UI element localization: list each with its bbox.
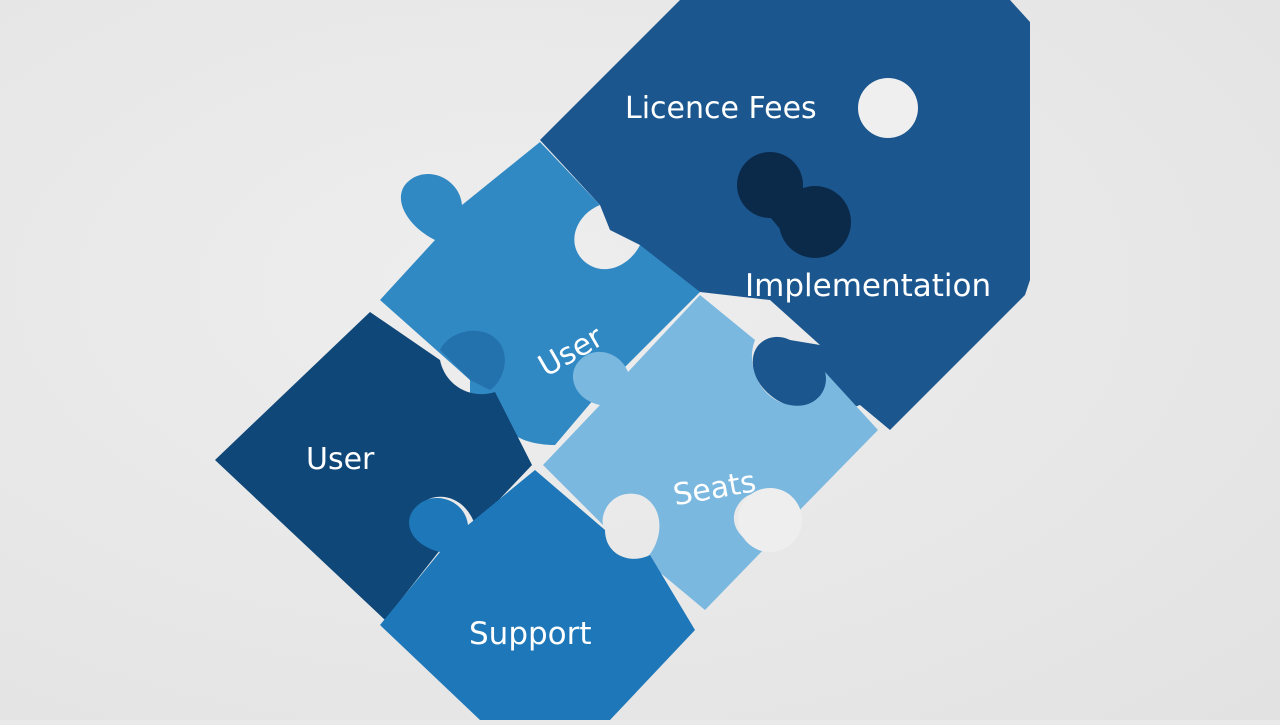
seats-hole (738, 488, 802, 552)
tag-hole (858, 78, 918, 138)
seats-shape (543, 295, 878, 610)
seats-piece (543, 295, 878, 610)
label-implementation: Implementation (745, 268, 991, 304)
support-shape (380, 470, 695, 720)
connector-bridge (760, 195, 825, 235)
user-lower-shape (215, 312, 532, 620)
support-piece (380, 470, 695, 720)
user-upper-inner-notch (440, 330, 505, 390)
connector-knob (737, 152, 851, 258)
label-user-lower: User (306, 442, 375, 477)
label-licence-fees: Licence Fees (625, 91, 817, 126)
user-lower-piece (215, 312, 532, 620)
label-support: Support (469, 616, 592, 652)
